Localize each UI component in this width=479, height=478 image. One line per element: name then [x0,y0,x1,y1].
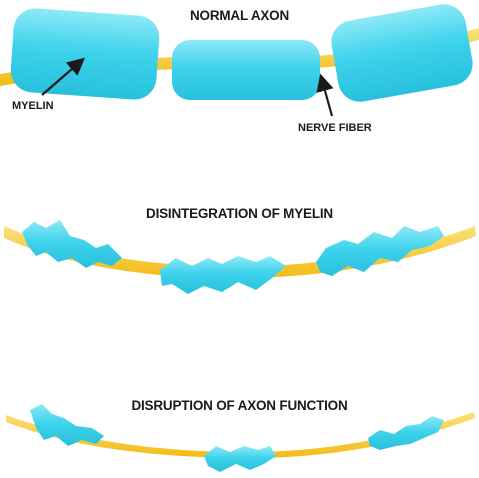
myelin-fragment-center [160,256,286,294]
disintegration-illustration [4,220,476,294]
myelin-remnant-center [204,446,276,472]
myelin-fragment-left [22,220,122,268]
myelin-sheath-2 [172,40,320,100]
title-disruption: DISRUPTION OF AXON FUNCTION [0,398,479,413]
label-nerve-fiber: NERVE FIBER [298,122,372,134]
nerve-fiber-pointer-arrow [322,80,332,116]
myelin-remnant-right [368,416,444,450]
disruption-illustration [6,404,475,472]
label-myelin: MYELIN [12,100,54,112]
title-normal-axon: NORMAL AXON [0,8,479,23]
title-disintegration: DISINTEGRATION OF MYELIN [0,206,479,221]
